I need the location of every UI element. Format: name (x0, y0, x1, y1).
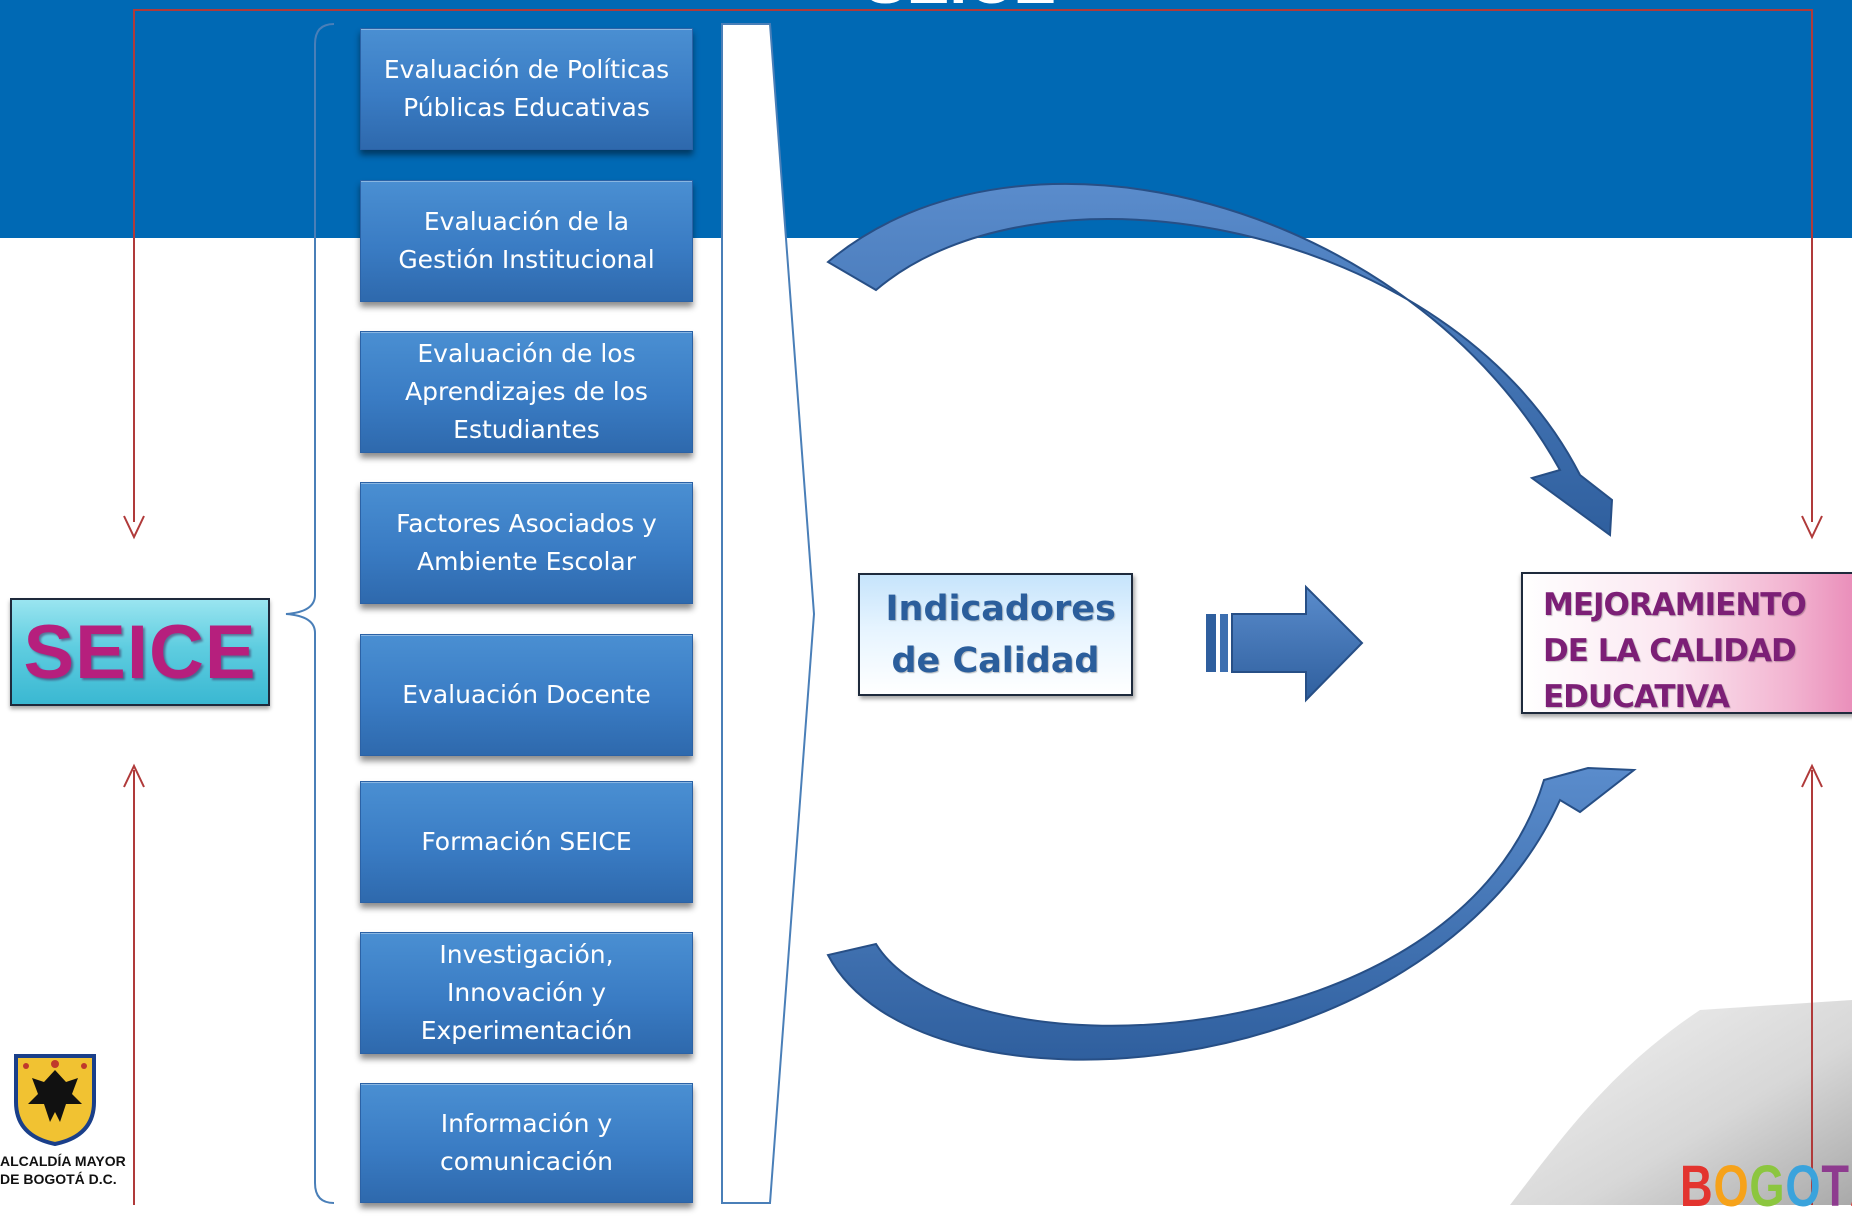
component-teacher-evaluation: Evaluación Docente (360, 634, 693, 756)
feedback-line-top (133, 9, 1813, 522)
header-band (0, 0, 1852, 238)
brand-letter: Á (1850, 1154, 1852, 1219)
page-curl-decoration (1510, 1000, 1852, 1205)
component-research-innovation: Investigación, Innovación y Experimentac… (360, 932, 693, 1054)
seice-box: SEICE (10, 598, 270, 706)
outcome-line-2: DE LA CALIDAD (1543, 633, 1797, 669)
brand-letter: T (1821, 1154, 1850, 1219)
page-title: SEICE (760, 0, 1160, 18)
component-associated-factors: Factores Asociados y Ambiente Escolar (360, 482, 693, 604)
component-information-communication: Información y comunicación (360, 1083, 693, 1203)
arrowhead-up-left (123, 763, 145, 788)
component-student-learning: Evaluación de los Aprendizajes de los Es… (360, 331, 693, 453)
bogota-brand-logo: BOGOTÁ (1680, 1153, 1852, 1220)
outcome-line-3: EDUCATIVA (1543, 679, 1730, 715)
component-institutional-management: Evaluación de la Gestión Institucional (360, 180, 693, 302)
lower-curved-arrow (826, 766, 1637, 1061)
arrowhead-down-left (123, 515, 145, 540)
brand-letter: B (1680, 1154, 1714, 1219)
arrowhead-up-right (1801, 763, 1823, 788)
block-arrow-right (1206, 584, 1364, 703)
upper-curved-arrow (826, 183, 1614, 537)
alcaldia-logo-text: ALCALDÍA MAYOR DE BOGOTÁ D.C. (0, 1152, 140, 1188)
indicators-label: Indicadores de Calidad (885, 588, 1116, 681)
seice-label: SEICE (23, 609, 257, 695)
brand-letter: G (1749, 1154, 1786, 1219)
component-seice-training: Formación SEICE (360, 781, 693, 903)
outcome-line-1: MEJORAMIENTO (1543, 587, 1807, 623)
logo-line-2: DE BOGOTÁ D.C. (0, 1171, 117, 1187)
arrowhead-down-right (1801, 515, 1823, 540)
right-brace-chevron (721, 23, 816, 1204)
brand-letter: O (1713, 1154, 1750, 1219)
feedback-connector-lines (123, 9, 1823, 1205)
bogota-coat-of-arms-icon (14, 1054, 96, 1147)
indicators-box: Indicadores de Calidad (858, 573, 1133, 696)
left-brace (285, 23, 335, 1204)
logo-line-1: ALCALDÍA MAYOR (0, 1153, 126, 1169)
brand-letter: O (1785, 1154, 1822, 1219)
component-policy-evaluation: Evaluación de Políticas Públicas Educati… (360, 28, 693, 150)
outcome-box: MEJORAMIENTO DE LA CALIDAD EDUCATIVA (1521, 572, 1852, 715)
